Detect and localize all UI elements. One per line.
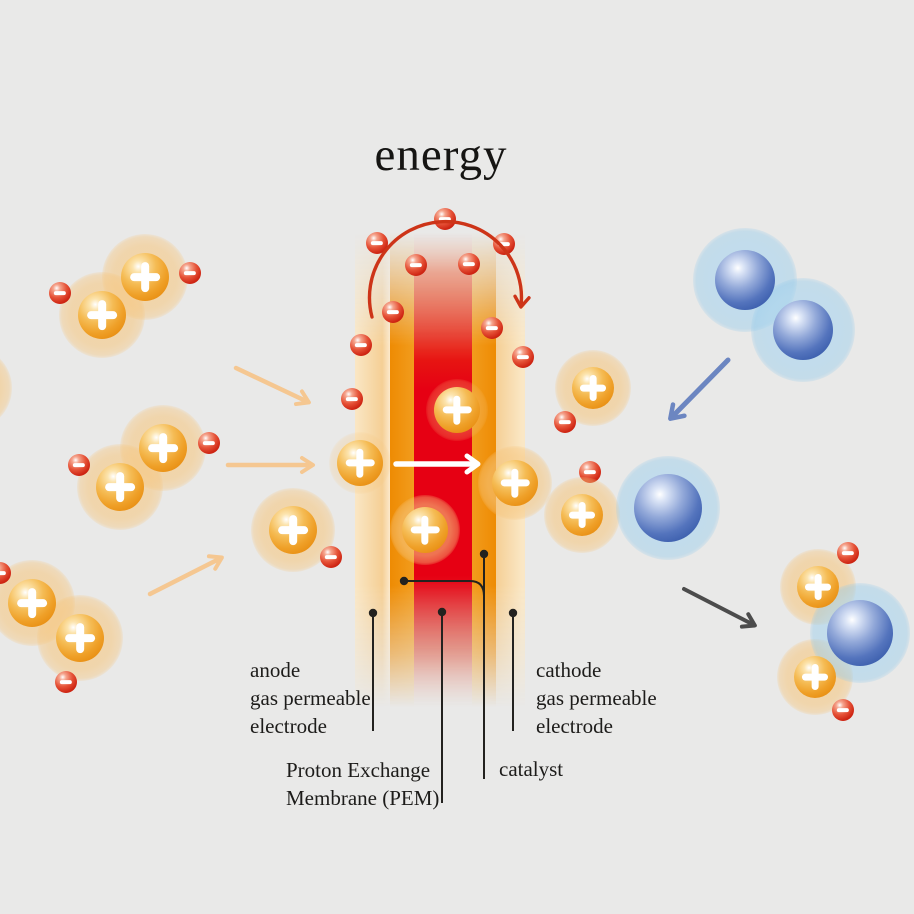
hydrogen-inflow-arrow [147, 554, 224, 597]
label-line: gas permeable [536, 686, 657, 710]
plus-icon [8, 579, 56, 627]
proton [269, 506, 317, 554]
minus-icon [198, 432, 220, 454]
minus-icon [832, 699, 854, 721]
label-line: Proton Exchange [286, 758, 431, 782]
oxygen-atom [773, 300, 833, 360]
hydrogen-inflow-arrow [233, 365, 311, 407]
proton [78, 291, 126, 339]
label-line: cathode [536, 658, 602, 682]
electron [49, 282, 71, 304]
proton [794, 656, 836, 698]
electron [0, 562, 11, 584]
minus-icon [0, 562, 11, 584]
plus-icon [56, 614, 104, 662]
plus-icon [492, 460, 538, 506]
minus-icon [837, 542, 859, 564]
proton [56, 614, 104, 662]
minus-icon [179, 262, 201, 284]
plus-icon [561, 494, 603, 536]
electron [832, 699, 854, 721]
electron [837, 542, 859, 564]
plus-icon [402, 507, 448, 553]
plus-icon [96, 463, 144, 511]
minus-icon [350, 334, 372, 356]
electron [68, 454, 90, 476]
minus-icon [55, 671, 77, 693]
plus-icon [337, 440, 383, 486]
minus-icon [405, 254, 427, 276]
label-line: electrode [536, 714, 613, 738]
proton [492, 460, 538, 506]
electron [512, 346, 534, 368]
proton [797, 566, 839, 608]
oxygen-inflow-arrow [668, 357, 731, 421]
label-catalyst: catalyst [499, 757, 564, 781]
minus-icon [512, 346, 534, 368]
electron [382, 301, 404, 323]
electron [198, 432, 220, 454]
oxygen-atom [827, 600, 893, 666]
oxygen-atom [715, 250, 775, 310]
proton [337, 440, 383, 486]
label-line: electrode [250, 714, 327, 738]
minus-icon [68, 454, 90, 476]
water-outflow-arrow [682, 587, 757, 629]
proton [572, 367, 614, 409]
plus-icon [121, 253, 169, 301]
proton-exchange-membrane-band [414, 233, 472, 722]
minus-icon [554, 411, 576, 433]
plus-icon [78, 291, 126, 339]
proton [434, 387, 480, 433]
title: energy [374, 129, 508, 181]
oxygen-atom [634, 474, 702, 542]
minus-icon [382, 301, 404, 323]
minus-icon [366, 232, 388, 254]
electron [554, 411, 576, 433]
electron [341, 388, 363, 410]
label-cathode: cathode gas permeable electrode [536, 656, 657, 740]
electron [458, 253, 480, 275]
minus-icon [434, 208, 456, 230]
proton [121, 253, 169, 301]
label-pem: Proton Exchange Membrane (PEM) [286, 756, 439, 812]
electron [350, 334, 372, 356]
minus-icon [458, 253, 480, 275]
proton [402, 507, 448, 553]
minus-icon [320, 546, 342, 568]
plus-icon [139, 424, 187, 472]
electron [481, 317, 503, 339]
electron [493, 233, 515, 255]
plus-icon [797, 566, 839, 608]
electron [366, 232, 388, 254]
plus-icon [572, 367, 614, 409]
label-line: anode [250, 658, 301, 682]
electron [179, 262, 201, 284]
minus-icon [493, 233, 515, 255]
proton [561, 494, 603, 536]
label-anode: anode gas permeable electrode [250, 656, 371, 740]
electron [405, 254, 427, 276]
proton [8, 579, 56, 627]
plus-icon [794, 656, 836, 698]
hydrogen-halo-partial [0, 346, 12, 430]
electron [55, 671, 77, 693]
plus-icon [269, 506, 317, 554]
minus-icon [481, 317, 503, 339]
electron [320, 546, 342, 568]
minus-icon [49, 282, 71, 304]
label-line: Membrane (PEM) [286, 786, 440, 810]
minus-icon [341, 388, 363, 410]
electron [434, 208, 456, 230]
proton [139, 424, 187, 472]
plus-icon [434, 387, 480, 433]
label-line: gas permeable [250, 686, 371, 710]
proton [96, 463, 144, 511]
